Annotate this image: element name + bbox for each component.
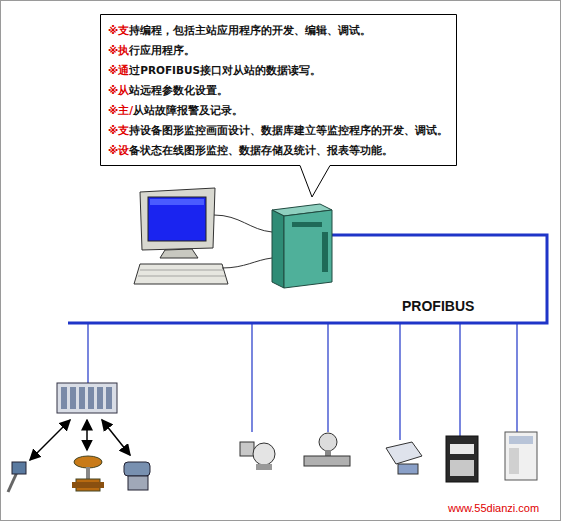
master-station	[272, 204, 332, 288]
feature-text: ※通过PROFIBUS接口对从站的数据读写。	[108, 60, 448, 80]
valve-actuator	[124, 462, 150, 490]
keyboard	[134, 264, 228, 284]
control-valve	[72, 456, 104, 491]
bus-name: PROFIBUS	[402, 298, 474, 314]
cable	[214, 215, 272, 232]
cable	[222, 258, 272, 268]
temperature-sensor	[8, 462, 26, 492]
feature-text: ※主/从站故障报警及记录。	[108, 100, 448, 120]
feature-text: ※支持编程，包括主站应用程序的开发、编辑、调试。	[108, 20, 448, 40]
flow-meter	[304, 433, 350, 466]
callout-shape	[101, 15, 457, 198]
drive	[446, 436, 478, 482]
control-panel	[505, 432, 537, 480]
feature-text: ※执行应用程序。	[108, 40, 448, 60]
pressure-transmitter	[240, 442, 275, 470]
field-box	[386, 442, 422, 474]
watermark: www.55dianzi.com	[448, 502, 539, 514]
computer-monitor	[140, 188, 215, 258]
callout-box: ※支持编程，包括主站应用程序的开发、编辑、调试。※执行应用程序。※通过PROFI…	[100, 14, 456, 166]
remote-io	[57, 383, 117, 413]
feature-text: ※支持设备图形监控画面设计、数据库建立等监控程序的开发、调试。	[108, 120, 448, 140]
io-arrows	[30, 420, 130, 460]
feature-text: ※设备状态在线图形监控、数据存储及统计、报表等功能。	[108, 140, 448, 160]
feature-text: ※从站远程参数化设置。	[108, 80, 448, 100]
